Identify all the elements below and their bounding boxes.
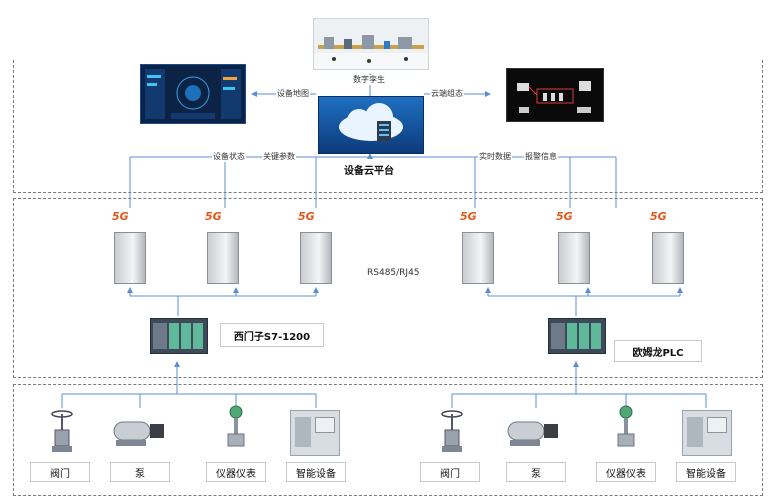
cloud-region — [13, 60, 763, 193]
plc-right-label: 欧姆龙PLC — [614, 340, 702, 362]
5g-badge: 5G — [650, 210, 667, 223]
device-map-label: 设备地图 — [276, 89, 310, 99]
label-alarm-info: 报警信息 — [524, 152, 558, 162]
label-device-status: 设备状态 — [212, 152, 246, 162]
device-label-smart: 智能设备 — [676, 462, 736, 482]
device-label-smart: 智能设备 — [286, 462, 346, 482]
5g-badge: 5G — [556, 210, 573, 223]
protocol-label: RS485/RJ45 — [366, 268, 421, 278]
instrument-icon — [224, 404, 248, 452]
5g-badge: 5G — [205, 210, 222, 223]
plc-left-image — [150, 318, 208, 354]
smart-device-icon — [682, 410, 732, 456]
gateway-3: 5G — [298, 210, 334, 286]
device-label-pump: 泵 — [110, 462, 170, 482]
smart-device-icon — [290, 410, 340, 456]
gateway-6: 5G — [650, 210, 686, 286]
cloud-config-label: 云端组态 — [430, 89, 464, 99]
device-label-instrument: 仪器仪表 — [206, 462, 266, 482]
gateway-1: 5G — [112, 210, 148, 286]
5g-badge: 5G — [112, 210, 129, 223]
gateway-2: 5G — [205, 210, 241, 286]
digital-twin-image — [313, 18, 429, 70]
gateway-5: 5G — [556, 210, 592, 286]
field-device-region — [13, 384, 763, 496]
gateway-4: 5G — [460, 210, 496, 286]
pump-icon — [112, 416, 168, 448]
label-key-params: 关键参数 — [262, 152, 296, 162]
5g-badge: 5G — [298, 210, 315, 223]
5g-badge: 5G — [460, 210, 477, 223]
instrument-icon — [614, 404, 638, 452]
plc-right-image — [548, 318, 606, 354]
cloud-config-image — [506, 68, 604, 122]
label-realtime-data: 实时数据 — [478, 152, 512, 162]
pump-icon — [506, 416, 562, 448]
valve-icon — [50, 410, 74, 456]
gateway-region — [13, 198, 763, 378]
device-map-image — [140, 64, 246, 124]
digital-twin-label: 数字孪生 — [352, 75, 386, 85]
device-label-pump: 泵 — [506, 462, 566, 482]
valve-icon — [440, 410, 464, 456]
device-label-valve: 阀门 — [30, 462, 90, 482]
cloud-platform-label: 设备云平台 — [343, 166, 395, 178]
plc-left-label: 西门子S7-1200 — [220, 323, 324, 347]
device-label-valve: 阀门 — [420, 462, 480, 482]
device-label-instrument: 仪器仪表 — [596, 462, 656, 482]
cloud-platform-image — [318, 96, 424, 154]
